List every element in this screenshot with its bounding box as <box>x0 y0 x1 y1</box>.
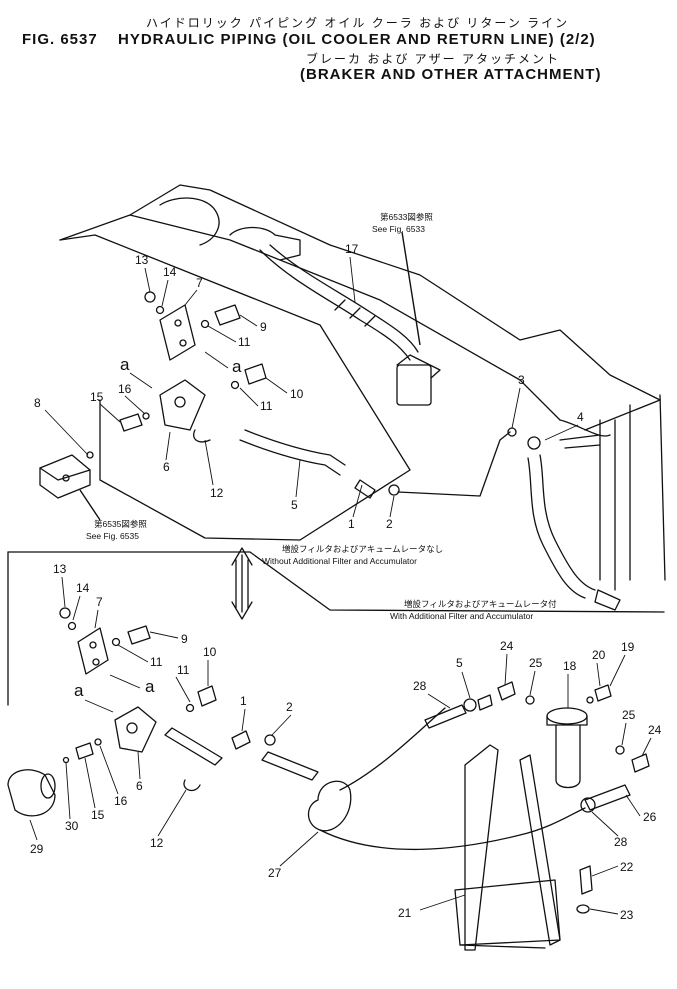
callout-12: 12 <box>150 836 164 850</box>
callout-1: 1 <box>348 517 355 531</box>
callout-6: 6 <box>163 460 170 474</box>
callout-3: 3 <box>518 373 525 387</box>
callout-7: 7 <box>96 595 103 609</box>
manifold-block-6-top <box>119 379 211 443</box>
callout-10: 10 <box>290 387 304 401</box>
callout-15: 15 <box>91 808 105 822</box>
bottom-detail-box <box>7 551 665 706</box>
double-arrow <box>231 547 253 620</box>
callout-11: 11 <box>260 399 273 413</box>
callout-14: 14 <box>163 265 177 279</box>
callout-11: 11 <box>177 663 190 677</box>
hoses-bottom <box>164 681 586 851</box>
callout-6: 6 <box>136 779 143 793</box>
ref-6533-jp: 第6533図参照 <box>380 212 433 222</box>
without-filter-jp: 増設フィルタおよびアキュームレータなし <box>282 544 443 554</box>
callout-24: 24 <box>648 723 662 737</box>
callout-21: 21 <box>398 906 412 920</box>
callout-19: 19 <box>621 640 635 654</box>
callout-23: 23 <box>620 908 634 922</box>
hose-5-top <box>239 429 400 499</box>
callouts-bottom: 13 14 7 9 11 a 11 10 a 1 2 28 5 24 25 18… <box>30 562 662 922</box>
with-filter-jp: 増設フィルタおよびアキュームレータ付 <box>404 599 557 609</box>
bracket-7-bottom <box>59 607 217 713</box>
ref-6535-jp: 第6535図参照 <box>94 519 147 529</box>
callout-17: 17 <box>345 242 359 256</box>
figure-number: FIG. 6537 <box>22 31 98 48</box>
callout-11: 11 <box>150 655 163 669</box>
callout-9: 9 <box>181 632 188 646</box>
callout-14: 14 <box>76 581 90 595</box>
filter-18 <box>546 684 650 789</box>
bracket-7-top <box>144 291 196 361</box>
callout-16: 16 <box>118 382 132 396</box>
callout-25: 25 <box>622 708 636 722</box>
callout-9: 9 <box>260 320 267 334</box>
callout-5: 5 <box>291 498 298 512</box>
callout-15: 15 <box>90 390 104 404</box>
callout-29: 29 <box>30 842 44 856</box>
with-filter-en: With Additional Filter and Accumulator <box>390 611 533 621</box>
callout-7: 7 <box>196 276 203 290</box>
callout-10: 10 <box>203 645 217 659</box>
hose-17 <box>259 244 441 406</box>
callout-8: 8 <box>34 396 41 410</box>
hose-26 <box>580 784 631 813</box>
callout-13: 13 <box>135 253 149 267</box>
figure-subtitle: (BRAKER AND OTHER ATTACHMENT) <box>300 66 602 83</box>
callout-4: 4 <box>577 410 584 424</box>
leaders-top <box>44 231 579 521</box>
callout-24: 24 <box>500 639 514 653</box>
callout-28: 28 <box>413 679 427 693</box>
callout-25: 25 <box>529 656 543 670</box>
callout-11: 11 <box>238 335 251 349</box>
callout-1: 1 <box>240 694 247 708</box>
callout-a: a <box>120 355 130 374</box>
callout-27: 27 <box>268 866 282 880</box>
title-japanese-2: ブレーカ および アザー アタッチメント <box>306 52 561 66</box>
callout-18: 18 <box>563 659 577 673</box>
callout-28: 28 <box>614 835 628 849</box>
callout-16: 16 <box>114 794 128 808</box>
callout-a: a <box>145 677 155 696</box>
figure-title: HYDRAULIC PIPING (OIL COOLER AND RETURN … <box>118 31 596 48</box>
callout-20: 20 <box>592 648 606 662</box>
callout-a: a <box>232 357 242 376</box>
manifold-block-6-bottom <box>62 706 157 764</box>
machine-frame <box>59 184 666 591</box>
callouts-top: 13 14 7 9 11 a a 10 11 15 16 8 6 12 5 1 … <box>34 242 584 531</box>
callout-13: 13 <box>53 562 67 576</box>
return-hose <box>507 427 621 611</box>
callout-a: a <box>74 681 84 700</box>
callout-26: 26 <box>643 810 657 824</box>
valve-block-8 <box>39 451 94 499</box>
connection-line <box>397 431 511 497</box>
callout-5: 5 <box>456 656 463 670</box>
leaders-bottom <box>29 576 652 915</box>
callout-12: 12 <box>210 486 224 500</box>
ref-6535-en: See Fig. 6535 <box>86 531 139 541</box>
callout-2: 2 <box>386 517 393 531</box>
callout-30: 30 <box>65 819 79 833</box>
ref-6533-en: See Fig. 6533 <box>372 224 425 234</box>
stand-21 <box>454 744 593 951</box>
title-japanese-1: ハイドロリック パイピング オイル クーラ および リターン ライン <box>146 16 570 30</box>
accumulator-29 <box>7 769 56 817</box>
callout-22: 22 <box>620 860 634 874</box>
callout-2: 2 <box>286 700 293 714</box>
without-filter-en: Without Additional Filter and Accumulato… <box>262 556 417 566</box>
